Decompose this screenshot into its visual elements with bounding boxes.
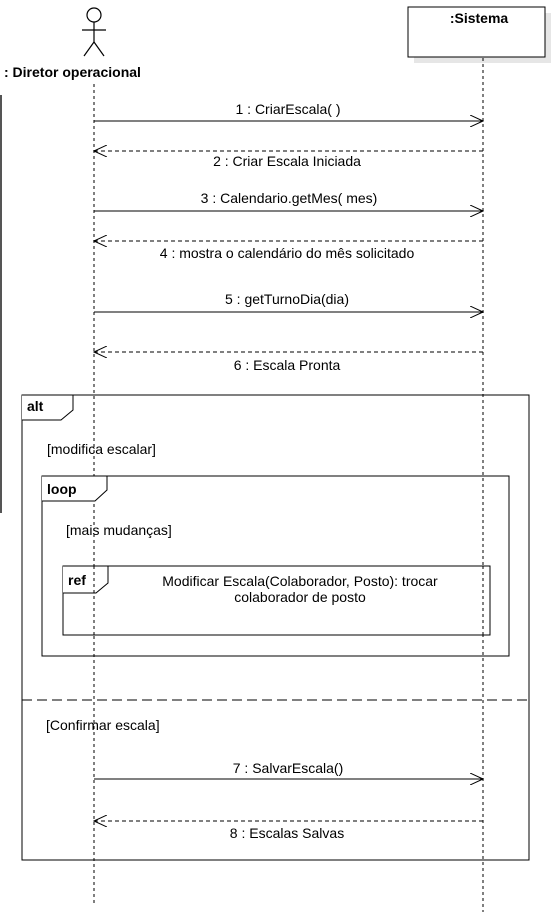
system-name: :Sistema	[449, 10, 509, 26]
loop-guard: [mais mudanças]	[66, 522, 172, 538]
message-5-label: 5 : getTurnoDia(dia)	[225, 291, 349, 307]
message-8-label: 8 : Escalas Salvas	[229, 825, 345, 841]
alt-operator-label: alt	[27, 398, 44, 414]
message-7-label: 7 : SalvarEscala()	[232, 760, 344, 776]
system-box	[407, 6, 546, 58]
ref-text-line-1: Modificar Escala(Colaborador, Posto): tr…	[162, 573, 438, 589]
ref-text-line-2: colaborador de posto	[234, 589, 366, 605]
alt-guard-1: [modifica escalar]	[47, 441, 156, 457]
loop-operator-label: loop	[47, 481, 77, 497]
loop-operator-tab	[42, 475, 108, 502]
message-2-label: 2 : Criar Escala Iniciada	[213, 153, 361, 169]
ref-fragment	[62, 565, 491, 636]
message-1-label: 1 : CriarEscala( )	[235, 101, 341, 117]
alt-fragment	[21, 394, 530, 861]
message-6-label: 6 : Escala Pronta	[233, 357, 341, 373]
message-4-label: 4 : mostra o calendário do mês solicitad…	[159, 245, 415, 261]
actor-name: : Diretor operacional	[4, 64, 141, 80]
actor-icon	[82, 7, 106, 57]
alt-guard-2: [Confirmar escala]	[46, 717, 160, 733]
alt-operator-tab	[22, 394, 74, 421]
ref-operator-tab	[63, 565, 109, 594]
message-3-label: 3 : Calendario.getMes( mes)	[200, 190, 378, 206]
loop-fragment	[41, 475, 510, 657]
ref-operator-label: ref	[68, 572, 86, 588]
